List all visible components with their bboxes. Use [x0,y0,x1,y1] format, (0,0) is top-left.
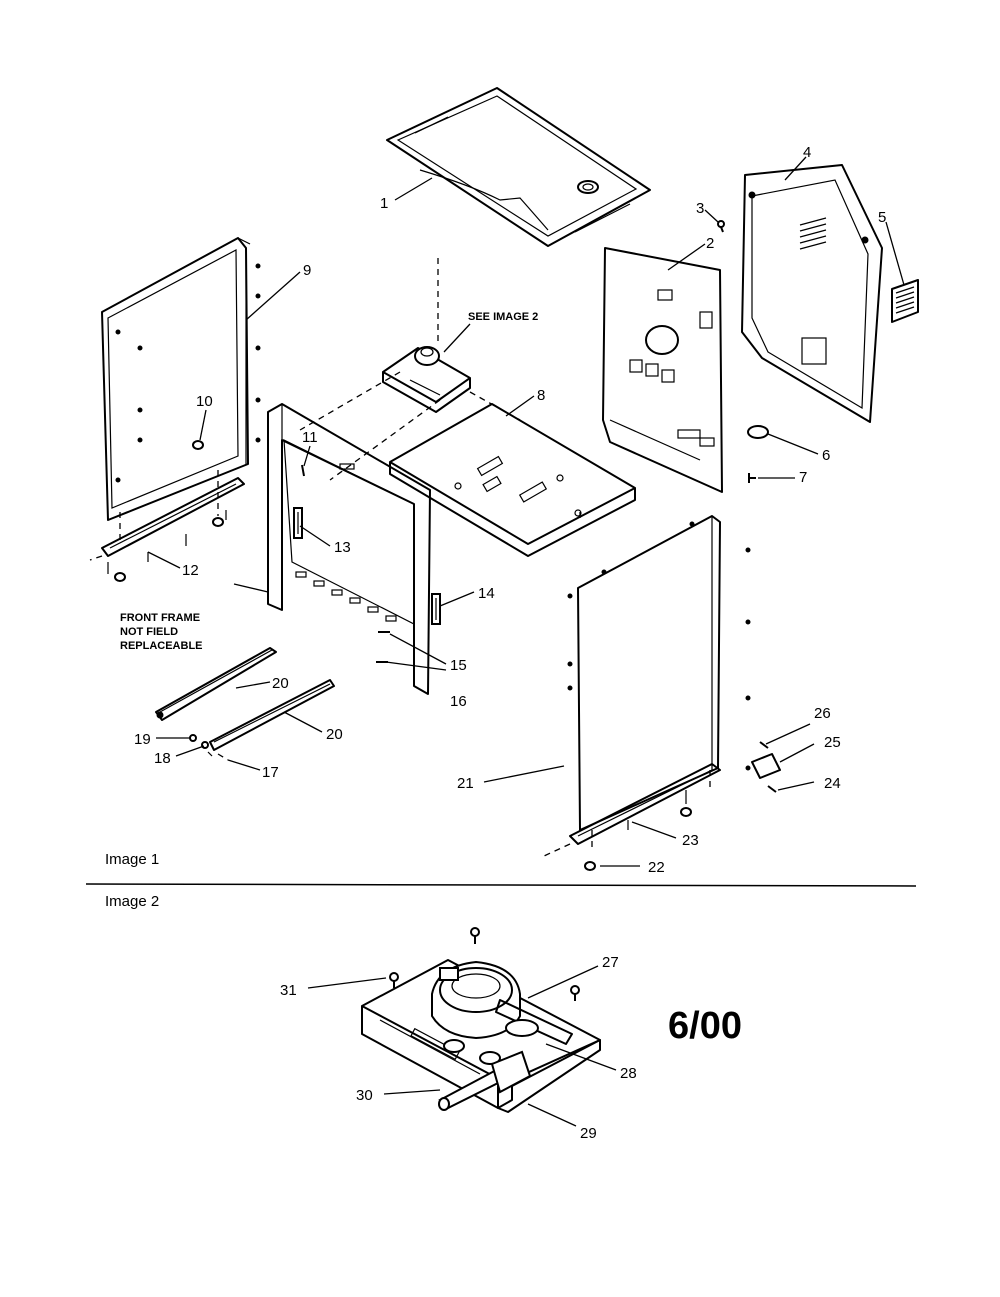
callout-23: 23 [682,832,699,849]
part-2-rear-panel [602,247,723,493]
callout-16: 16 [450,693,467,710]
part-11-screw [301,464,305,477]
part-13-hinge [293,507,303,539]
callout-5: 5 [878,209,886,226]
callout-28: 28 [620,1065,637,1082]
part-24-screw [767,785,777,793]
section-label-image-2: Image 2 [105,893,159,910]
part-3-screw [717,220,725,233]
part-29-mounting-bracket [361,959,601,1113]
part-8-bottom-panel [389,403,636,557]
callout-14: 14 [478,585,495,602]
callout-13: 13 [334,539,351,556]
callout-25: 25 [824,734,841,751]
callout-12: 12 [182,562,199,579]
frame-slots [295,463,397,622]
callout-20b: 20 [326,726,343,743]
section-divider [85,883,917,887]
see-image-2-text: SEE IMAGE 2 [468,311,538,323]
part-9-side-panel-left [101,237,261,521]
part-21-side-panel-right [567,515,751,850]
callout-7: 7 [799,469,807,486]
callout-24: 24 [824,775,841,792]
callout-1: 1 [380,195,388,212]
part-17-18-19-hardware [189,734,229,761]
callout-2: 2 [706,235,714,252]
callout-29: 29 [580,1125,597,1142]
callout-11: 11 [302,429,318,446]
front-frame-line-1: FRONT FRAME [120,612,200,624]
front-frame [267,403,431,695]
callout-20a: 20 [272,675,289,692]
date-code: 6/00 [668,1005,742,1047]
section-label-image-1: Image 1 [105,851,159,868]
callout-10: 10 [196,393,213,410]
front-frame-line-3: REPLACEABLE [120,640,203,652]
front-frame-line-2: NOT FIELD [120,626,178,638]
screw-top [470,927,480,944]
vent-slots [799,217,827,250]
part-5-vent-grille [891,279,919,323]
note-see-image-2: SEE IMAGE 2 [468,311,538,323]
callout-9: 9 [303,262,311,279]
callout-26: 26 [814,705,831,722]
part-26-screw [759,741,769,749]
callout-15: 15 [450,657,467,674]
callouts-image-1: 1 2 3 4 5 6 7 8 9 10 11 12 13 14 15 16 1… [134,144,886,876]
right-panel-holes [567,521,751,771]
leader-lines-image-2 [307,965,617,1127]
callout-30: 30 [356,1087,373,1104]
part-20-slide-upper [155,647,277,721]
callout-19: 19 [134,731,151,748]
part-25-leg-bracket [751,753,781,779]
part-12-bottom-rail-left [89,470,245,582]
part-4-back-panel [741,164,883,423]
part-14-hinge [431,593,441,625]
part-7-screw [748,473,756,483]
callout-6: 6 [822,447,830,464]
callout-27: 27 [602,954,619,971]
callout-4: 4 [803,144,811,161]
part-30-valve-shaft [438,1050,532,1111]
part-20-slide-lower [209,679,335,751]
callout-3: 3 [696,200,704,217]
leader-lines-image-1 [147,156,905,867]
callout-8: 8 [537,387,545,404]
part-27-valve-body [431,960,573,1065]
screw-right [570,985,580,1001]
image-2-preview-assembly [382,346,471,413]
callout-31: 31 [280,982,297,999]
part-31-screw-left [389,972,399,988]
part-6-clip [747,425,769,439]
part-1-top-panel [386,87,651,247]
part-23-bottom-rail-right [543,763,721,871]
note-front-frame: FRONT FRAME NOT FIELD REPLACEABLE [120,612,203,652]
assembly-dashed-lines [299,258,581,520]
callouts-image-2: 27 28 29 30 31 [280,954,637,1142]
callout-18: 18 [154,750,171,767]
callout-17: 17 [262,764,279,781]
callout-22: 22 [648,859,665,876]
callout-21: 21 [457,775,474,792]
side-panel-holes [115,263,261,483]
